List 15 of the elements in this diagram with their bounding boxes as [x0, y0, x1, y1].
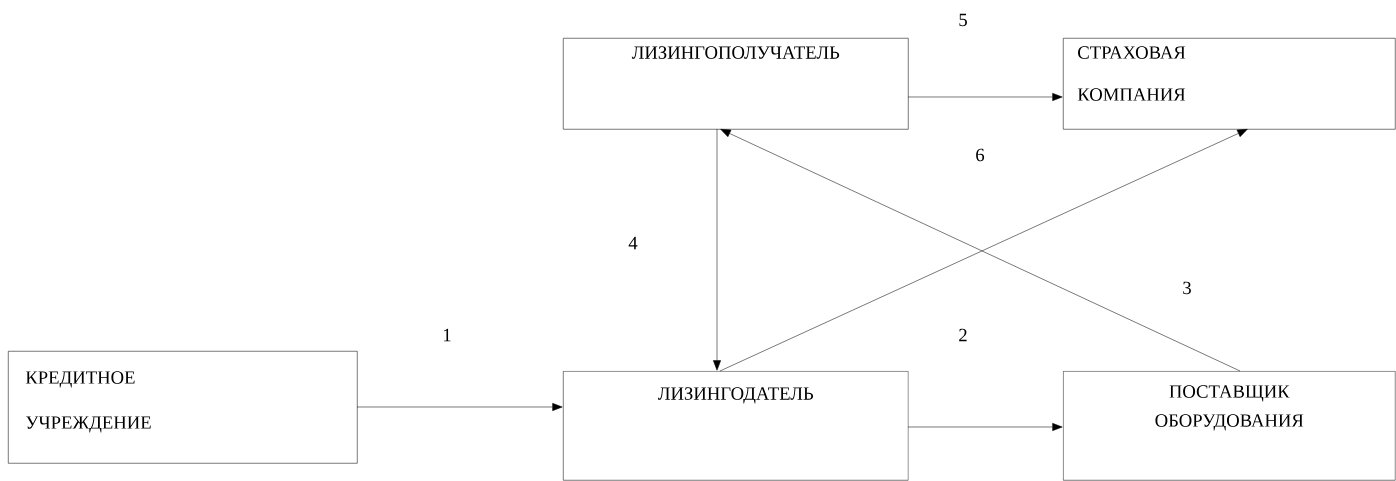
- flow-number: 2: [959, 328, 967, 342]
- party-box: ПОСТАВЩИК ОБОРУДОВАНИЯ: [1063, 371, 1396, 481]
- flow-number: 5: [959, 13, 967, 27]
- flow-number: 4: [628, 236, 638, 250]
- arrow: [356, 403, 563, 411]
- party-box: СТРАХОВАЯ КОМПАНИЯ: [1063, 38, 1396, 130]
- flow-number: 1: [444, 328, 451, 342]
- arrow: [907, 93, 1063, 101]
- arrow: [907, 423, 1063, 431]
- party-box: ЛИЗИНГОДАТЕЛЬ: [563, 371, 909, 481]
- arrow: [713, 128, 721, 371]
- party-box: ЛИЗИНГОПОЛУЧАТЕЛЬ: [563, 38, 909, 130]
- flow-number: 3: [1183, 281, 1191, 295]
- party-box: КРЕДИТНОЕ УЧРЕЖДЕНИЕ: [8, 351, 358, 464]
- flow-number: 6: [976, 148, 985, 162]
